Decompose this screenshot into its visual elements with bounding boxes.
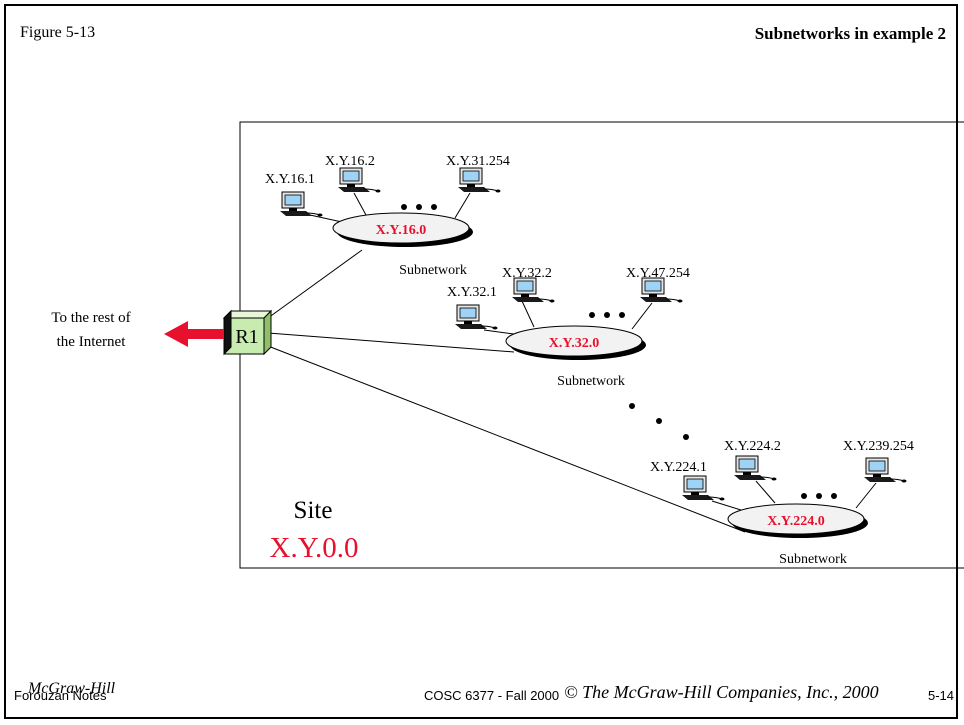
host-label: X.Y.224.2: [724, 439, 781, 454]
subnet-1-address: X.Y.16.0: [376, 223, 426, 238]
computer-icon: [337, 167, 381, 193]
subnet-2-address: X.Y.32.0: [549, 336, 599, 351]
footer-publisher: McGraw-Hill: [28, 680, 116, 697]
computer-icon: [511, 277, 555, 303]
link-subnet-3: [267, 345, 746, 533]
host-label: X.Y.224.1: [650, 460, 707, 475]
host-label: X.Y.47.254: [626, 266, 690, 281]
host-label: X.Y.239.254: [843, 439, 914, 454]
subnet-1-bubble: [332, 212, 470, 244]
computer-icon: [279, 191, 323, 217]
site-label: Site: [294, 497, 333, 524]
computer-icon: [863, 457, 907, 483]
computer-icon: [681, 475, 725, 501]
site-address: X.Y.0.0: [270, 532, 359, 564]
more-subnets-dots: [629, 403, 689, 440]
host-label: X.Y.16.2: [325, 154, 375, 169]
host-label: X.Y.32.2: [502, 266, 552, 281]
router-r1: [222, 309, 273, 356]
router-label: R1: [235, 326, 258, 348]
computer-icon: [454, 304, 498, 330]
subnet-3-caption: Subnetwork: [779, 552, 847, 567]
host-label: X.Y.16.1: [265, 172, 315, 187]
host-label: X.Y.32.1: [447, 285, 497, 300]
host-label: X.Y.31.254: [446, 154, 510, 169]
subnet-2-bubble: [505, 325, 643, 357]
computer-icon: [639, 277, 683, 303]
computer-icon: [733, 455, 777, 481]
slide-frame: [4, 4, 958, 719]
internet-label-line1: To the rest of: [51, 310, 130, 326]
footer-copyright: © The McGraw-Hill Companies, Inc., 2000: [564, 682, 879, 702]
slide-title: Subnetworks in example 2: [754, 24, 946, 43]
computer-icon: [457, 167, 501, 193]
internet-label-line2: the Internet: [57, 334, 127, 350]
footer-course: COSC 6377 - Fall 2000: [424, 688, 560, 703]
link-subnet-1: [267, 249, 363, 319]
internet-arrow: [164, 321, 224, 347]
more-hosts-dots: [401, 204, 837, 499]
footer-page-number: 5-14: [928, 688, 955, 703]
subnet-2-caption: Subnetwork: [557, 374, 625, 389]
subnet-3-address: X.Y.224.0: [767, 514, 824, 529]
figure-number: Figure 5-13: [20, 24, 96, 41]
footer-notes: Forouzan Notes: [14, 688, 107, 703]
subnet-1-caption: Subnetwork: [399, 263, 467, 278]
link-subnet-2: [267, 332, 515, 353]
subnet-3-bubble: [727, 503, 865, 535]
